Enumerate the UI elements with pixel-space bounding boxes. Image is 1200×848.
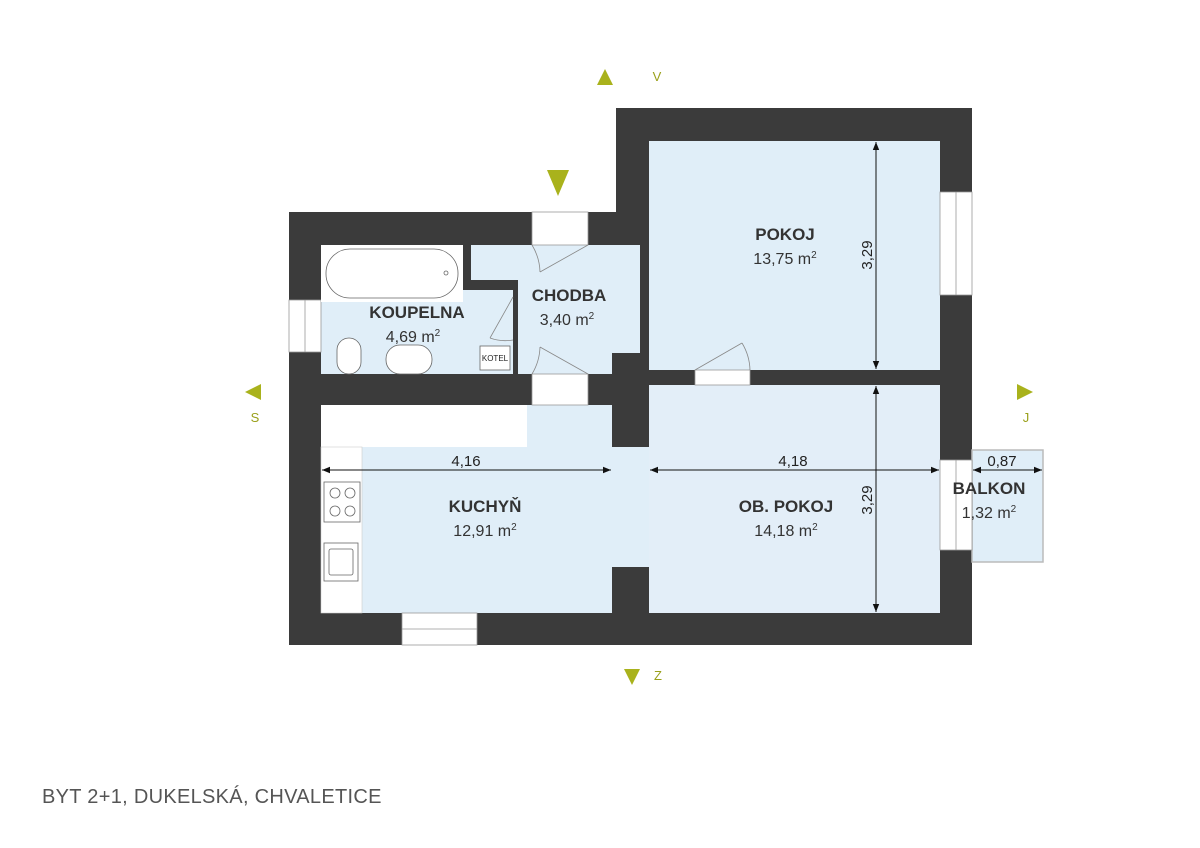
boiler-icon <box>479 345 511 371</box>
room-label-chodba: CHODBA <box>532 286 607 305</box>
room-label-pokoj: POKOJ <box>755 225 815 244</box>
sink-icon <box>385 344 433 375</box>
room-label-koupelna: KOUPELNA <box>369 303 464 322</box>
room-area-balkon: 1,32 m2 <box>962 504 1017 522</box>
arrow-west-icon <box>245 384 261 400</box>
kotel-label: KOTEL <box>482 354 509 363</box>
room-pokoj <box>649 141 940 370</box>
fixtures <box>321 245 511 582</box>
plan-title: BYT 2+1, DUKELSKÁ, CHVALETICE <box>42 786 382 808</box>
compass-east: J <box>1023 410 1030 425</box>
room-area-pokoj: 13,75 m2 <box>753 250 817 268</box>
room-chodba <box>471 245 640 280</box>
pokoj-door <box>694 369 751 386</box>
entrance-arrow-icon <box>547 170 569 196</box>
dim-pokoj-height: 3,29 <box>859 240 876 269</box>
dim-obpokoj-height: 3,29 <box>859 485 876 514</box>
dim-obpokoj-width: 4,18 <box>778 453 807 470</box>
arrow-south-icon <box>624 669 640 685</box>
openings <box>288 191 973 646</box>
kitchen-door <box>531 373 589 406</box>
compass-north: V <box>653 69 662 84</box>
room-label-balkon: BALKON <box>953 479 1026 498</box>
stove-icon <box>323 481 361 523</box>
room-area-chodba: 3,40 m2 <box>540 311 595 329</box>
compass <box>245 69 1033 685</box>
rooms <box>320 141 1044 614</box>
arrow-east-icon <box>1017 384 1033 400</box>
room-label-kuchyn: KUCHYŇ <box>449 497 522 516</box>
kitchen-counter <box>321 405 527 447</box>
dim-kuchyn-width: 4,16 <box>451 453 480 470</box>
arrow-north-icon <box>597 69 613 85</box>
room-area-obpokoj: 14,18 m2 <box>754 522 818 540</box>
door-swings <box>489 244 751 375</box>
toilet-icon <box>336 337 362 375</box>
room-area-koupelna: 4,69 m2 <box>386 328 441 346</box>
room-obpokoj <box>649 385 940 613</box>
compass-west: S <box>251 410 260 425</box>
compass-south: Z <box>654 668 662 683</box>
dim-balkon-width: 0,87 <box>987 453 1016 470</box>
room-area-kuchyn: 12,91 m2 <box>453 522 517 540</box>
entrance-door <box>531 211 589 246</box>
bathtub-icon <box>325 248 459 299</box>
room-label-obpokoj: OB. POKOJ <box>739 497 833 516</box>
dimension-lines <box>322 142 1042 612</box>
